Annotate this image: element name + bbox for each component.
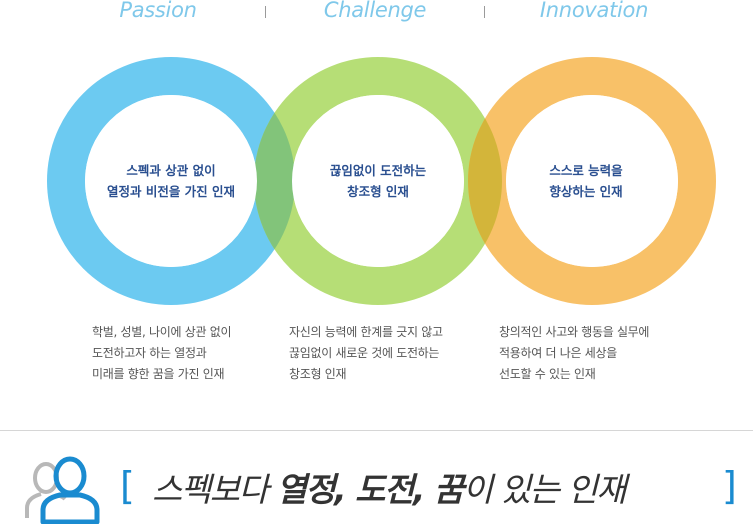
- description-line: 끊임없이 새로운 것에 도전하는: [289, 346, 440, 360]
- keyword-innovation: Innovation: [539, 0, 649, 22]
- description-line: 미래를 향한 꿈을 가진 인재: [92, 367, 225, 381]
- keyword-challenge: Challenge: [323, 0, 427, 22]
- description-innovation: 창의적인 사고와 행동을 실무에 적용하여 더 나은 세상을 선도할 수 있는 …: [499, 322, 694, 385]
- slogan-part: 이 있는 인재: [462, 470, 627, 509]
- description-line: 선도할 수 있는 인재: [499, 367, 596, 381]
- ring-text-innovation: 스스로 능력을 향상하는 인재: [501, 160, 671, 202]
- ring-text-line: 열정과 비전을 가진 인재: [106, 184, 236, 199]
- keyword-passion: Passion: [119, 0, 197, 22]
- slogan-part: 스펙보다: [152, 470, 277, 509]
- description-challenge: 자신의 능력에 한계를 긋지 않고 끊임없이 새로운 것에 도전하는 창조형 인…: [289, 322, 484, 385]
- keyword-separator: [484, 6, 485, 18]
- ring-text-line: 향상하는 인재: [549, 184, 623, 199]
- ring-text-line: 창조형 인재: [347, 184, 409, 199]
- description-line: 도전하고자 하는 열정과: [92, 346, 207, 360]
- description-line: 자신의 능력에 한계를 긋지 않고: [289, 325, 443, 339]
- rings-diagram: [47, 57, 716, 305]
- slogan-emphasis: 열정, 도전, 꿈: [276, 470, 464, 509]
- ring-text-line: 스스로 능력을: [549, 163, 623, 178]
- ring-text-passion: 스펙과 상관 없이 열정과 비전을 가진 인재: [86, 160, 256, 202]
- description-passion: 학벌, 성별, 나이에 상관 없이 도전하고자 하는 열정과 미래를 향한 꿈을…: [92, 322, 287, 385]
- slogan-close-bracket: ]: [722, 464, 737, 508]
- description-line: 학벌, 성별, 나이에 상관 없이: [92, 325, 232, 339]
- description-line: 창조형 인재: [289, 367, 347, 381]
- ring-text-challenge: 끊임없이 도전하는 창조형 인재: [293, 160, 463, 202]
- description-line: 적용하여 더 나은 세상을: [499, 346, 617, 360]
- section-divider: [0, 430, 753, 431]
- keyword-separator: [265, 6, 266, 18]
- ring-text-line: 스펙과 상관 없이: [126, 163, 216, 178]
- keyword-header: Passion Challenge Innovation: [0, 0, 753, 24]
- people-icon: [25, 456, 100, 524]
- ring-text-line: 끊임없이 도전하는: [329, 163, 427, 178]
- slogan-open-bracket: [: [120, 464, 135, 508]
- slogan-text: 스펙보다 열정, 도전, 꿈이 있는 인재: [152, 470, 627, 510]
- description-line: 창의적인 사고와 행동을 실무에: [499, 325, 650, 339]
